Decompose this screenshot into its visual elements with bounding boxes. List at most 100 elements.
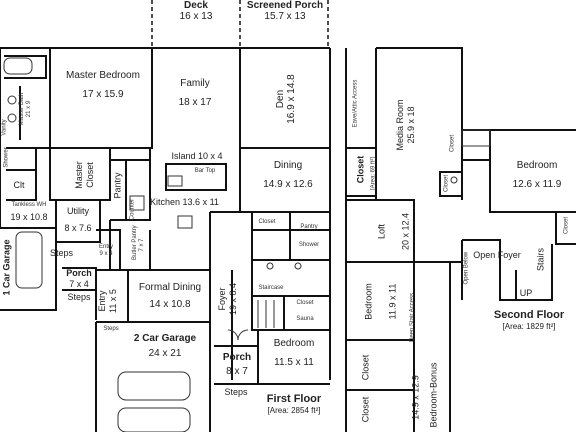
kitchen-label: Kitchen 13.6 x 11 (150, 197, 219, 208)
master-bath-label: Master Bath 21 x 9 (19, 89, 33, 129)
formal-dining-dims: 14 x 10.8 (149, 299, 191, 310)
steps-garage-label: Steps (103, 326, 119, 332)
porch-small-label: Porch 7 x 4 (62, 268, 96, 290)
master-bedroom-label: Master Bedroom 17 x 15.9 (60, 70, 146, 100)
utility-label: Utility 8 x 7.6 (58, 206, 98, 234)
master-bedroom-dims: 17 x 15.9 (82, 89, 124, 100)
entry-small-name: Entry (98, 244, 113, 250)
second-floor-caption: Second Floor [Area: 1829 ft²] (482, 310, 576, 332)
bedroom-first-dims: 11.5 x 11 (274, 357, 314, 368)
closet-attic-name: Closet (355, 155, 366, 184)
first-floor-title: First Floor (266, 393, 322, 405)
first-floor-caption: First Floor [Area: 2854 ft²] (252, 394, 336, 416)
steps-front-label: Steps (224, 387, 248, 397)
screened-porch-name: Screened Porch (246, 0, 324, 11)
second-floor-area: [Area: 1829 ft²] (502, 322, 556, 331)
open-foyer-label: Open Foyer (470, 250, 524, 261)
foyer-label: Foyer 19 x 8.4 (217, 269, 239, 329)
porch-front-label: Porch 8 x 7 (216, 352, 258, 377)
utility-dims: 8 x 7.6 (64, 223, 92, 233)
steps-left2-label: Steps (67, 292, 91, 302)
second-floor-title: Second Floor (493, 309, 565, 321)
loft-name: Loft (376, 224, 387, 240)
pantry-right-label: Pantry (300, 224, 318, 230)
media-room-name: Media Room (395, 99, 405, 151)
porch-small-name: Porch (66, 268, 92, 278)
bar-top-label: Bar Top (194, 168, 216, 174)
shower-right-label: Shower (298, 242, 320, 248)
pantry-label: Pantry (112, 172, 123, 199)
den-label: Den 16.9 x 14.8 (275, 49, 297, 149)
foyer-dims: 19 x 8.4 (228, 282, 238, 316)
kitchen-name: Kitchen (150, 197, 181, 207)
family-dims: 18 x 17 (178, 97, 212, 108)
eaves-access-label: Eave/Attic Access (352, 79, 359, 128)
stairs-label: Stairs (535, 248, 546, 272)
dining-dims: 14.9 x 12.6 (263, 179, 313, 190)
porch-front-name: Porch (222, 352, 252, 363)
entry-small-dims: 9 x 4 (99, 251, 113, 257)
closet-upper2-label: Closet (443, 175, 450, 193)
bedroom-upper-left-dims: 11.9 x 11 (387, 283, 398, 320)
family-label: Family 18 x 17 (160, 78, 230, 108)
porch-front-dims: 8 x 7 (226, 366, 248, 377)
porch-small-dims: 7 x 4 (69, 279, 89, 289)
bedroom-first-name: Bedroom (273, 338, 315, 349)
master-closet-name: Master Closet (74, 161, 95, 189)
steps-left-label: Steps (50, 248, 74, 258)
entry-small-label: Entry 9 x 4 (94, 244, 118, 258)
open-foyer-name: Open Foyer (473, 250, 521, 260)
bedroom-bonus-name: Bedroom-Bonus (428, 362, 439, 428)
bedroom-bonus-dims: 14.9 x 12.9 (410, 375, 421, 420)
butler-pantry-label: Butler Pantry 7 x 7 (132, 225, 146, 260)
media-room-label: Media Room 25.9 x 18 (395, 85, 417, 165)
bedroom-second-label: Bedroom 12.6 x 11.9 (500, 160, 574, 190)
entry-main-label: Entry 11 x 5 (97, 279, 119, 323)
sauna-label: Sauna (296, 316, 314, 322)
master-closet-label: Master Closet (74, 150, 96, 200)
closet-lower1-label: Closet (360, 354, 371, 381)
tankless-wh-label: Tankless WH (11, 202, 47, 208)
butler-pantry-name: Butler Pantry (132, 225, 138, 260)
island-label: Island 10 x 4 (164, 151, 230, 162)
closet-lower2-label: Closet (360, 396, 371, 423)
two-car-garage-dims: 24 x 21 (148, 348, 182, 359)
shower-label: Shower (3, 147, 10, 168)
two-car-garage-label: 2 Car Garage 24 x 21 (120, 333, 210, 359)
closet-stair-label: Closet (296, 300, 314, 306)
deep-stair-access-label: Deep Stair Access (409, 292, 416, 343)
one-car-garage-name: 1 Car Garage (1, 239, 12, 296)
staircase-label: Staircase (258, 285, 284, 291)
screened-porch-label: Screened Porch 15.7 x 13 (242, 0, 328, 22)
formal-dining-name: Formal Dining (138, 282, 202, 293)
counter-label: Counter (129, 198, 136, 221)
bedroom-second-name: Bedroom (516, 160, 558, 171)
one-car-garage-dims: 19 x 10.8 (10, 212, 48, 222)
entry-main-dims: 11 x 5 (108, 289, 118, 313)
den-dims: 16.9 x 14.8 (286, 74, 297, 124)
screened-porch-dims: 15.7 x 13 (264, 11, 306, 22)
closet-attic-area: [Area: 69 ft²] (370, 157, 377, 191)
foyer-name: Foyer (217, 287, 227, 311)
loft-dims: 20 x 12.4 (400, 212, 411, 251)
dining-label: Dining 14.9 x 12.6 (250, 160, 326, 190)
family-name: Family (180, 78, 210, 89)
bedroom-second-dims: 12.6 x 11.9 (512, 179, 562, 190)
media-room-dims: 25.9 x 18 (406, 106, 416, 144)
master-bath-name: Master Bath (19, 92, 25, 126)
kitchen-dims: 13.6 x 11 (182, 197, 219, 207)
master-bedroom-name: Master Bedroom (66, 70, 140, 81)
entry-main-name: Entry (97, 290, 107, 312)
formal-dining-label: Formal Dining 14 x 10.8 (134, 282, 206, 310)
clt-label: Clt (13, 180, 25, 190)
up-label: UP (519, 288, 533, 298)
vanity-label: Vanity (1, 119, 8, 136)
utility-name: Utility (67, 206, 89, 216)
two-car-garage-name: 2 Car Garage (133, 333, 197, 344)
deck-name: Deck (184, 0, 208, 11)
closet-kitchen-label: Closet (258, 219, 276, 225)
deck-label: Deck 16 x 13 (160, 0, 232, 22)
island-dims: 10 x 4 (198, 151, 223, 161)
butler-pantry-dims: 7 x 7 (139, 238, 145, 252)
